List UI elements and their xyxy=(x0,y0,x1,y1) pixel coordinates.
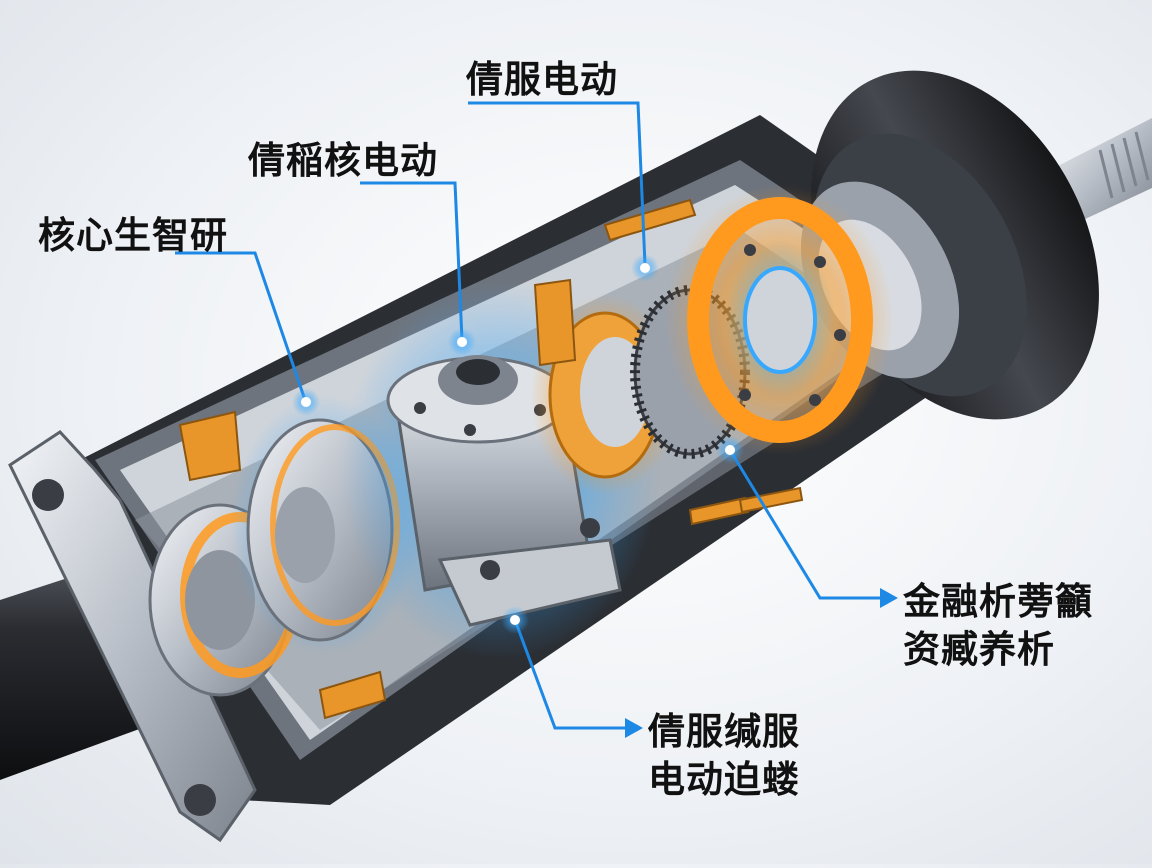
orange-brackets xyxy=(178,198,804,720)
label-bottom-line-2: 电动迫蝼 xyxy=(648,758,800,801)
arrowhead-bottom xyxy=(625,718,643,738)
leader-line-top xyxy=(468,101,647,266)
mounting-flange xyxy=(8,430,257,843)
leader-line-bottom xyxy=(513,619,630,730)
label-second: 倩稲核电动 xyxy=(248,139,438,182)
label-right-line-2: 资臧养析 xyxy=(903,628,1055,671)
label-top: 倩服电动 xyxy=(466,58,618,101)
label-right-line-1: 金融析蒡籲 xyxy=(903,580,1093,623)
leader-line-left xyxy=(175,251,307,401)
leader-lines xyxy=(175,101,885,730)
arrowheads xyxy=(625,588,898,738)
right-glow-flange xyxy=(665,185,895,455)
label-right: 金融析蒡籲 资臧养析 xyxy=(903,578,1093,674)
arrowhead-right xyxy=(880,588,898,608)
leader-line-right xyxy=(728,449,885,600)
label-bottom-line-1: 倩服缄服 xyxy=(648,710,800,753)
label-left: 核心生智研 xyxy=(38,214,228,257)
label-bottom: 倩服缄服 电动迫蝼 xyxy=(648,708,800,804)
leader-line-second xyxy=(360,181,464,341)
leader-endpoints xyxy=(292,254,744,634)
